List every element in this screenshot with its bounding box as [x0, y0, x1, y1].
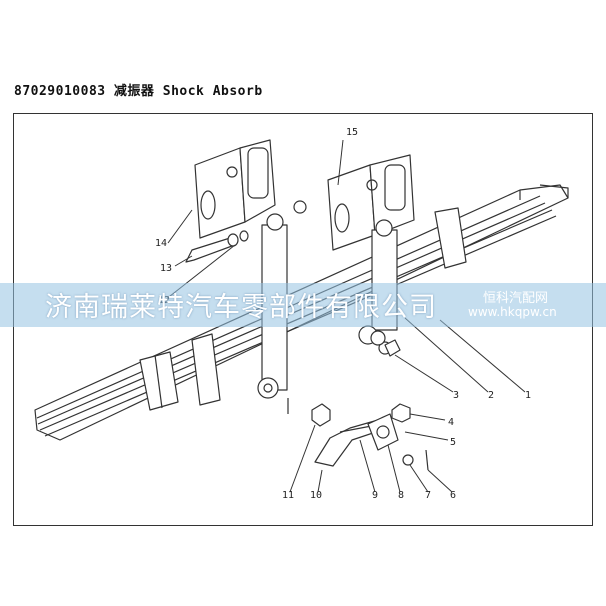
- lower-mount-right: [370, 330, 401, 357]
- part-label-5: 5: [450, 437, 456, 448]
- part-label-10: 10: [310, 490, 322, 501]
- part-label-1: 1: [525, 390, 531, 401]
- bracket-right: [327, 154, 415, 251]
- bolt-upper-left: [185, 230, 249, 263]
- nut-7: [402, 454, 414, 466]
- part-label-15: 15: [346, 127, 358, 138]
- bracket-8: [367, 413, 399, 451]
- page-title: 87029010083 减振器 Shock Absorb: [14, 84, 263, 99]
- part-label-14: 14: [155, 238, 167, 249]
- spring-clamp-mid: [191, 333, 221, 406]
- watermark-company-name: 济南瑞莱特汽车零部件有限公司: [45, 292, 437, 323]
- part-label-13: 13: [160, 263, 172, 274]
- nut-upper-left: [293, 200, 307, 214]
- part-label-8: 8: [398, 490, 404, 501]
- spring-clamp-left: [139, 351, 179, 411]
- nut-10: [311, 403, 331, 427]
- part-label-2: 2: [488, 390, 494, 401]
- spring-clamp-right: [434, 207, 467, 269]
- part-label-6: 6: [450, 490, 456, 501]
- nut-4: [391, 403, 411, 423]
- part-label-11: 11: [282, 490, 294, 501]
- pin-6: [425, 449, 429, 471]
- watermark-brand: 恒科汽配网: [483, 291, 549, 306]
- watermark-url: www.hkqpw.cn: [468, 305, 557, 319]
- part-label-7: 7: [425, 490, 431, 501]
- watermark-banner: [0, 283, 606, 327]
- part-label-9: 9: [372, 490, 378, 501]
- part-label-4: 4: [448, 417, 454, 428]
- part-label-3: 3: [453, 390, 459, 401]
- bracket-left: [194, 139, 276, 239]
